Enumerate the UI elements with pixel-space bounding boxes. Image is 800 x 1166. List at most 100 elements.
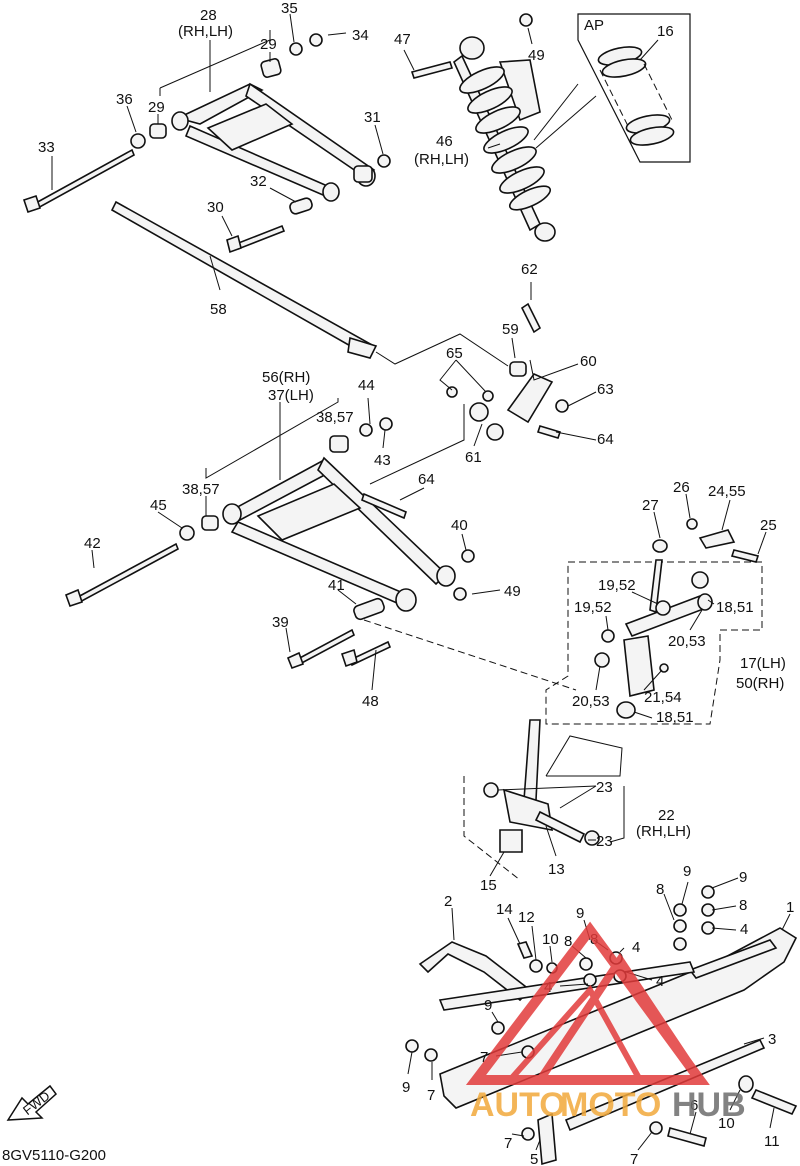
callout-64: 64 [597, 431, 614, 448]
callout-63: 63 [597, 381, 614, 398]
callout-9d: 9 [484, 997, 492, 1014]
callout-8a: 8 [656, 881, 664, 898]
callout-10a: 10 [542, 931, 559, 948]
callout-1: 1 [786, 899, 794, 916]
callout-38-57: 38,57 [316, 409, 354, 426]
callout-14: 14 [496, 901, 513, 918]
callout-29b: 29 [148, 99, 165, 116]
callout-10b: 10 [718, 1115, 735, 1132]
callout-labels: 28 (RH,LH) 35 34 29 36 29 31 33 32 30 58… [38, 0, 794, 1166]
callout-23a: 23 [596, 779, 613, 796]
callout-16: 16 [657, 23, 674, 40]
callout-43: 43 [374, 452, 391, 469]
watermark-hub: HUB [672, 1086, 746, 1124]
callout-20-53b: 20,53 [572, 693, 610, 710]
callout-9b: 9 [739, 869, 747, 886]
callout-11: 11 [764, 1133, 780, 1150]
kingpin [463, 719, 623, 881]
callout-18-51a: 18,51 [716, 599, 754, 616]
callout-58: 58 [210, 301, 227, 318]
callout-29: 29 [260, 36, 277, 53]
callout-32: 32 [250, 173, 267, 190]
callout-19-52b: 19,52 [574, 599, 612, 616]
callout-61: 61 [465, 449, 482, 466]
callout-56-rh: 56(RH) [262, 369, 310, 386]
callout-38-57b: 38,57 [182, 481, 220, 498]
link-assembly [446, 302, 569, 441]
callout-5: 5 [530, 1151, 538, 1166]
callout-7c: 7 [504, 1135, 512, 1152]
shaft [110, 200, 378, 359]
callout-48: 48 [362, 693, 379, 710]
watermark-moto: MOTO [560, 1086, 661, 1124]
callout-4b: 4 [632, 939, 640, 956]
callout-40: 40 [451, 517, 468, 534]
callout-9a: 9 [683, 863, 691, 880]
callout-6: 6 [690, 1097, 698, 1114]
shock-absorber [410, 13, 556, 242]
callout-25: 25 [760, 517, 777, 534]
callout-65: 65 [446, 345, 463, 362]
callout-26: 26 [673, 479, 690, 496]
callout-49b: 49 [504, 583, 521, 600]
upper-a-arm [22, 33, 391, 254]
watermark-logo-icon [465, 921, 710, 1085]
watermark: AUTO MOTO HUB [465, 921, 746, 1124]
fwd-arrow-icon: FWD [6, 1084, 58, 1121]
callout-7d: 7 [630, 1151, 638, 1166]
spindle-assembly [545, 518, 763, 725]
callout-13: 13 [548, 861, 565, 878]
callout-23b: 23 [596, 833, 613, 850]
callout-2: 2 [444, 893, 452, 910]
callout-41: 41 [328, 577, 345, 594]
callout-15: 15 [480, 877, 497, 894]
callout-50-rh: 50(RH) [736, 675, 784, 692]
callout-31: 31 [364, 109, 381, 126]
callout-45: 45 [150, 497, 167, 514]
callout-17-lh: 17(LH) [740, 655, 786, 672]
callout-9c: 9 [576, 905, 584, 922]
callout-44: 44 [358, 377, 375, 394]
leader-lines [51, 13, 791, 1151]
callout-59: 59 [502, 321, 519, 338]
callout-8b: 8 [739, 897, 747, 914]
callout-47: 47 [394, 31, 411, 48]
callout-28: 28 [200, 7, 217, 24]
callout-62: 62 [521, 261, 538, 278]
callout-30: 30 [207, 199, 224, 216]
callout-18-51b: 18,51 [656, 709, 694, 726]
callout-20-53a: 20,53 [668, 633, 706, 650]
callout-33: 33 [38, 139, 55, 156]
watermark-auto: AUTO [470, 1086, 566, 1124]
ap-spring-detail [533, 13, 691, 163]
callout-42: 42 [84, 535, 101, 552]
callout-35: 35 [281, 0, 298, 17]
callout-27: 27 [642, 497, 659, 514]
callout-37-lh: 37(LH) [268, 387, 314, 404]
callout-9e: 9 [402, 1079, 410, 1096]
callout-7a: 7 [480, 1049, 488, 1066]
callout-4c: 4 [656, 973, 664, 990]
callout-8c: 8 [564, 933, 572, 950]
callout-12: 12 [518, 909, 535, 926]
callout-36: 36 [116, 91, 133, 108]
callout-34: 34 [352, 27, 369, 44]
callout-46-side: (RH,LH) [414, 151, 469, 168]
callout-64b: 64 [418, 471, 435, 488]
callout-60: 60 [580, 353, 597, 370]
callout-4a: 4 [740, 921, 748, 938]
lower-a-arm [64, 417, 475, 670]
callout-46: 46 [436, 133, 453, 150]
callout-7b: 7 [427, 1087, 435, 1104]
callout-39: 39 [272, 614, 289, 631]
callout-24-55: 24,55 [708, 483, 746, 500]
callout-22: 22 [658, 807, 675, 824]
ap-label: AP [584, 17, 604, 34]
callout-49: 49 [528, 47, 545, 64]
callout-28-side: (RH,LH) [178, 23, 233, 40]
callout-22-side: (RH,LH) [636, 823, 691, 840]
callout-19-52a: 19,52 [598, 577, 636, 594]
callout-21-54: 21,54 [644, 689, 682, 706]
callout-3: 3 [768, 1031, 776, 1048]
